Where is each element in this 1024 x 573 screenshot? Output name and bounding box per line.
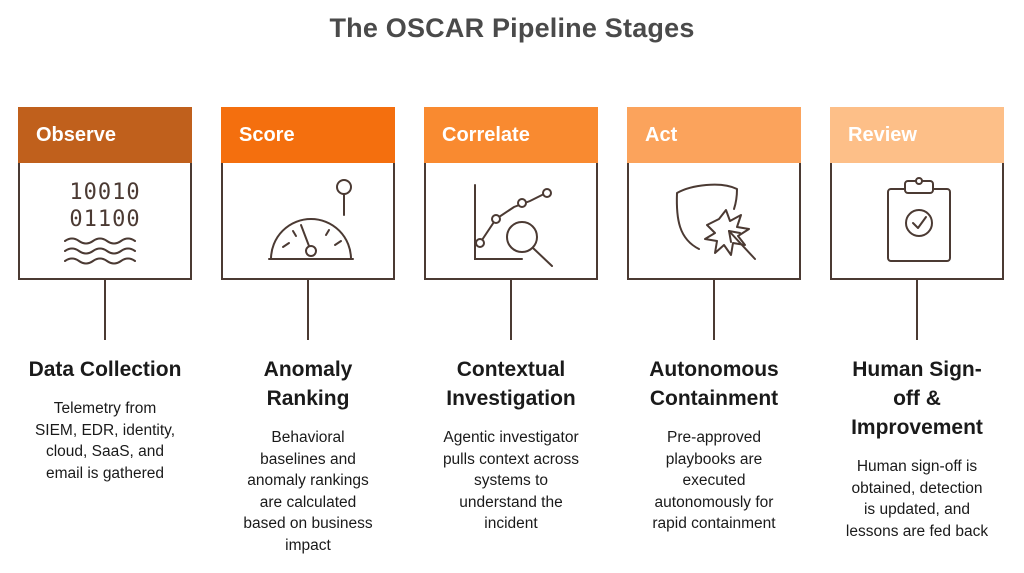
stage-description-observe: Telemetry from SIEM, EDR, identity, clou… — [5, 398, 205, 484]
stage-header-observe: Observe — [18, 107, 192, 163]
stage-header-score: Score — [221, 107, 395, 163]
desc-line: autonomously for — [654, 493, 774, 511]
desc-line: executed — [682, 472, 746, 489]
desc-line: Agentic investigator — [443, 429, 579, 446]
desc-line: incident — [484, 515, 538, 532]
desc-line: lessons are fed back — [845, 522, 989, 540]
stage-heading-observe: Data Collection — [5, 355, 205, 384]
desc-line: understand the — [459, 493, 563, 511]
svg-text:10010: 10010 — [69, 180, 140, 205]
clipboard-check-icon — [887, 177, 951, 262]
stage-score: Score — [221, 107, 395, 340]
connector-line — [510, 280, 512, 340]
binary-data-waves-icon: 10010 01100 — [64, 180, 140, 265]
desc-line: is updated, and — [863, 501, 970, 518]
stage-description-act: Pre-approved playbooks are executed auto… — [614, 427, 814, 535]
desc-line: pulls context across — [442, 450, 580, 468]
stage-header-review: Review — [830, 107, 1004, 163]
heading-line: Containment — [649, 387, 779, 410]
stage-heading-score: Anomaly Ranking — [208, 355, 408, 413]
heading-line: Anomaly — [263, 358, 353, 381]
stage-heading-review: Human Sign- off & Improvement — [817, 355, 1017, 442]
desc-line: rapid containment — [652, 515, 776, 532]
stage-correlate: Correlate — [424, 107, 598, 340]
stage-observe: Observe 10010 01100 — [18, 107, 192, 340]
stage-icon-box: 10010 01100 — [18, 163, 192, 280]
desc-line: Pre-approved — [667, 429, 761, 446]
desc-line: playbooks are — [665, 450, 763, 468]
desc-line: baselines and — [260, 450, 356, 468]
magnifier-chart-icon — [474, 184, 553, 267]
desc-line: obtained, detection — [851, 479, 983, 497]
desc-line: anomaly rankings — [247, 472, 369, 489]
stage-description-correlate: Agentic investigator pulls context acros… — [411, 427, 611, 535]
desc-line: SIEM, EDR, identity, — [34, 421, 176, 439]
heading-line: Ranking — [266, 387, 350, 410]
stage-header-correlate: Correlate — [424, 107, 598, 163]
stage-act: Act — [627, 107, 801, 340]
desc-line: cloud, SaaS, and — [45, 443, 165, 460]
desc-line: Human sign-off is — [856, 458, 978, 475]
stage-heading-act: Autonomous Containment — [614, 355, 814, 413]
heading-line: Human Sign- — [852, 358, 982, 381]
stage-icon-box — [627, 163, 801, 280]
heading-line: off & — [893, 387, 941, 410]
connector-line — [104, 280, 106, 340]
connector-line — [916, 280, 918, 340]
desc-line: are calculated — [259, 493, 357, 511]
desc-line: systems to — [473, 472, 549, 489]
stage-header-act: Act — [627, 107, 801, 163]
stage-icon-box — [830, 163, 1004, 280]
stage-icon-box — [221, 163, 395, 280]
heading-line: Contextual — [456, 358, 566, 381]
heading-line: Autonomous — [649, 358, 779, 381]
desc-line: based on business — [243, 515, 373, 532]
connector-line — [713, 280, 715, 340]
stage-description-score: Behavioral baselines and anomaly ranking… — [208, 427, 408, 556]
stage-description-review: Human sign-off is obtained, detection is… — [817, 456, 1017, 542]
connector-line — [307, 280, 309, 340]
heading-line: Data Collection — [28, 358, 182, 381]
gauge-dial-icon — [268, 179, 354, 260]
desc-line: email is gathered — [45, 464, 165, 482]
svg-text:01100: 01100 — [69, 207, 140, 232]
diagram-title: The OSCAR Pipeline Stages — [329, 13, 695, 43]
heading-line: Improvement — [851, 416, 983, 439]
stage-review: Review — [830, 107, 1004, 340]
desc-line: impact — [285, 536, 331, 554]
desc-line: Behavioral — [271, 429, 345, 446]
stage-icon-box — [424, 163, 598, 280]
desc-line: Telemetry from — [53, 400, 157, 417]
shield-strike-icon — [675, 183, 756, 260]
stage-heading-correlate: Contextual Investigation — [411, 355, 611, 413]
heading-line: Investigation — [446, 387, 576, 410]
